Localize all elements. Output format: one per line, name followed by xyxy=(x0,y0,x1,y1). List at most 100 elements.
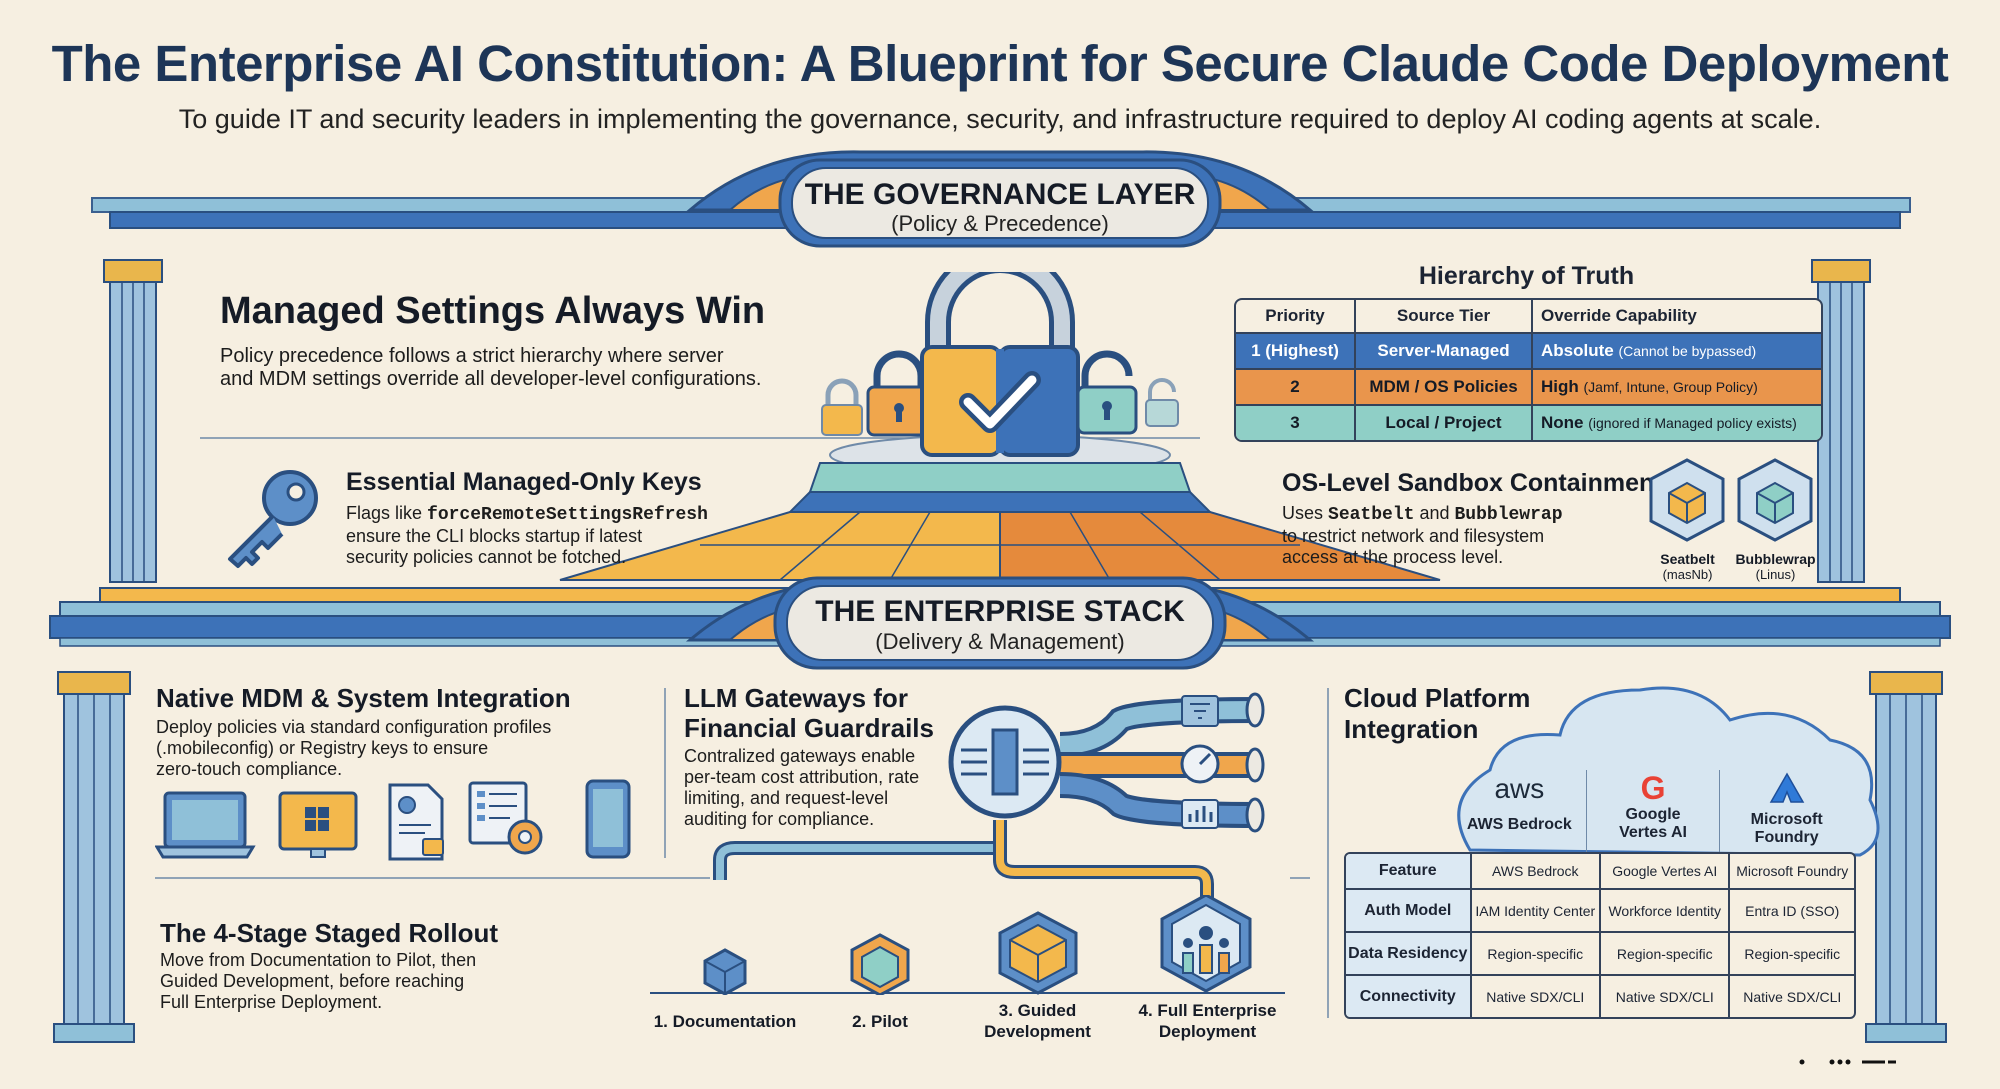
seatbelt-label: Seatbelt(masNb) xyxy=(1660,551,1715,582)
hierarchy-tier-cell: MDM / OS Policies xyxy=(1354,370,1531,404)
cloud-table-cell: Region-specific xyxy=(1728,933,1854,974)
sandbox-cubes-illustration xyxy=(1649,458,1813,542)
gateway-controls-icons xyxy=(1180,695,1220,829)
stage1-cube-icon xyxy=(703,948,747,995)
cloud-table-feature-cell: Auth Model xyxy=(1346,890,1470,931)
stage4-enterprise-icon xyxy=(1160,895,1252,993)
managed-settings-text: Policy precedence follows a strict hiera… xyxy=(220,345,762,390)
cloud-table-cell: Microsoft Foundry xyxy=(1728,854,1854,888)
seatbelt-cube-icon xyxy=(1649,458,1725,542)
page-title: The Enterprise AI Constitution: A Bluepr… xyxy=(51,35,1949,92)
main-lock-check-icon xyxy=(920,272,1080,457)
bubblewrap-label: Bubblewrap(Linus) xyxy=(1735,551,1816,582)
lower-left-column xyxy=(53,671,135,1043)
smartphone-icon xyxy=(585,779,631,859)
cloud-table-cell: Native SDX/CLI xyxy=(1599,976,1728,1017)
force-refresh-key: forceRemoteSettingsRefresh xyxy=(427,505,708,525)
mdm-text: Deploy policies via standard configurati… xyxy=(156,717,552,779)
llm-gateway-title: LLM Gateways for Financial Guardrails xyxy=(684,683,934,743)
cloud-providers: aws AWS Bedrock G Google Vertes AI Micro… xyxy=(1453,770,1853,852)
cloud-table-cell: Native SDX/CLI xyxy=(1728,976,1854,1017)
mdm-devices-illustration xyxy=(155,779,631,861)
cloud-table-cell: Entra ID (SSO) xyxy=(1728,890,1854,931)
bubblewrap-cube-icon xyxy=(1737,458,1813,542)
stage2-cube-icon xyxy=(850,933,910,995)
registry-settings-icon xyxy=(468,781,543,855)
stack-banner-frame xyxy=(685,576,1315,670)
aws-logo-icon: aws xyxy=(1494,773,1545,804)
sandbox-title: OS-Level Sandbox Containment xyxy=(1282,469,1663,497)
cloud-table-cell: Region-specific xyxy=(1599,933,1728,974)
cloud-table-feature-cell: Feature xyxy=(1346,854,1470,888)
stage3-cube-icon xyxy=(998,911,1078,995)
microsoft-foundry-logo-icon xyxy=(1769,772,1804,803)
cloud-table-cell: Google Vertes AI xyxy=(1599,854,1728,888)
cloud-table-cell: Workforce Identity xyxy=(1599,890,1728,931)
mdm-title: Native MDM & System Integration xyxy=(156,683,571,713)
gateway-hub-icon xyxy=(948,705,1062,819)
windows-monitor-icon xyxy=(278,791,358,858)
lock-platform xyxy=(559,434,1441,581)
google-provider: G Google Vertes AI xyxy=(1587,770,1721,852)
rollout-title: The 4-Stage Staged Rollout xyxy=(160,918,499,948)
hierarchy-priority-cell: 1 (Highest) xyxy=(1251,341,1339,360)
microsoft-provider: Microsoft Foundry xyxy=(1720,770,1853,852)
managed-settings-title: Managed Settings Always Win xyxy=(220,290,766,332)
stage-2-label: 2. Pilot xyxy=(852,1012,908,1031)
cloud-table-cell: Region-specific xyxy=(1469,933,1599,974)
small-open-lock-icon xyxy=(1145,378,1179,427)
governance-banner-frame xyxy=(685,150,1315,248)
meter-gauge-icon xyxy=(1180,744,1220,784)
hierarchy-title: Hierarchy of Truth xyxy=(1418,262,1635,290)
filter-icon xyxy=(1181,695,1219,727)
hierarchy-header-row: Priority Source Tier Override Capability xyxy=(1236,300,1821,334)
governance-banner-title: THE GOVERNANCE LAYER xyxy=(804,178,1196,211)
laptop-icon xyxy=(155,791,256,859)
stack-banner-title: THE ENTERPRISE STACK xyxy=(815,595,1185,628)
hierarchy-tier-cell: Local / Project xyxy=(1354,406,1531,440)
hierarchy-header-tier: Source Tier xyxy=(1354,300,1531,332)
lower-right-column xyxy=(1865,671,1947,1043)
cloud-table-cell: Native SDX/CLI xyxy=(1469,976,1599,1017)
cloud-title: Cloud Platform Integration xyxy=(1344,683,1531,744)
padlocks-illustration xyxy=(821,272,1179,457)
hierarchy-header-priority: Priority xyxy=(1265,306,1325,325)
stack-banner-subtitle: (Delivery & Management) xyxy=(875,629,1125,654)
stage-1-label: 1. Documentation xyxy=(653,1012,797,1031)
managed-keys-text: Flags like forceRemoteSettingsRefresh en… xyxy=(346,503,708,567)
hierarchy-capability-cell: Absolute (Cannot be bypassed) xyxy=(1531,334,1821,368)
cloud-table-cell: IAM Identity Center xyxy=(1469,890,1599,931)
rollout-text: Move from Documentation to Pilot, then G… xyxy=(160,950,477,1012)
cloud-table-feature-cell: Data Residency xyxy=(1346,933,1470,974)
hierarchy-priority-cell: 2 xyxy=(1290,377,1300,396)
hierarchy-capability-cell: High (Jamf, Intune, Group Policy) xyxy=(1531,370,1821,404)
bar-chart-icon xyxy=(1181,799,1219,829)
page-subtitle: To guide IT and security leaders in impl… xyxy=(178,104,1822,134)
cloud-shape xyxy=(1457,686,1880,857)
hierarchy-tier-cell: Server-Managed xyxy=(1354,334,1531,368)
rollout-stage-icons xyxy=(703,895,1252,995)
governance-banner-subtitle: (Policy & Precedence) xyxy=(891,211,1109,236)
hierarchy-capability-cell: None (ignored if Managed policy exists) xyxy=(1531,406,1821,440)
cloud-table-feature-cell: Connectivity xyxy=(1346,976,1470,1017)
hierarchy-header-capability: Override Capability xyxy=(1531,300,1821,332)
hierarchy-table: Priority Source Tier Override Capability… xyxy=(1234,298,1823,442)
cloud-table-cell: AWS Bedrock xyxy=(1469,854,1599,888)
aws-provider: aws AWS Bedrock xyxy=(1453,770,1587,852)
managed-keys-title: Essential Managed-Only Keys xyxy=(346,468,702,496)
upper-left-column xyxy=(103,259,163,583)
upper-right-column xyxy=(1811,259,1871,583)
config-file-icon xyxy=(388,783,444,861)
sandbox-text: Uses Seatbelt and Bubblewrap to restrict… xyxy=(1282,503,1563,567)
hierarchy-priority-cell: 3 xyxy=(1290,413,1300,432)
small-lock-icon xyxy=(821,378,863,436)
